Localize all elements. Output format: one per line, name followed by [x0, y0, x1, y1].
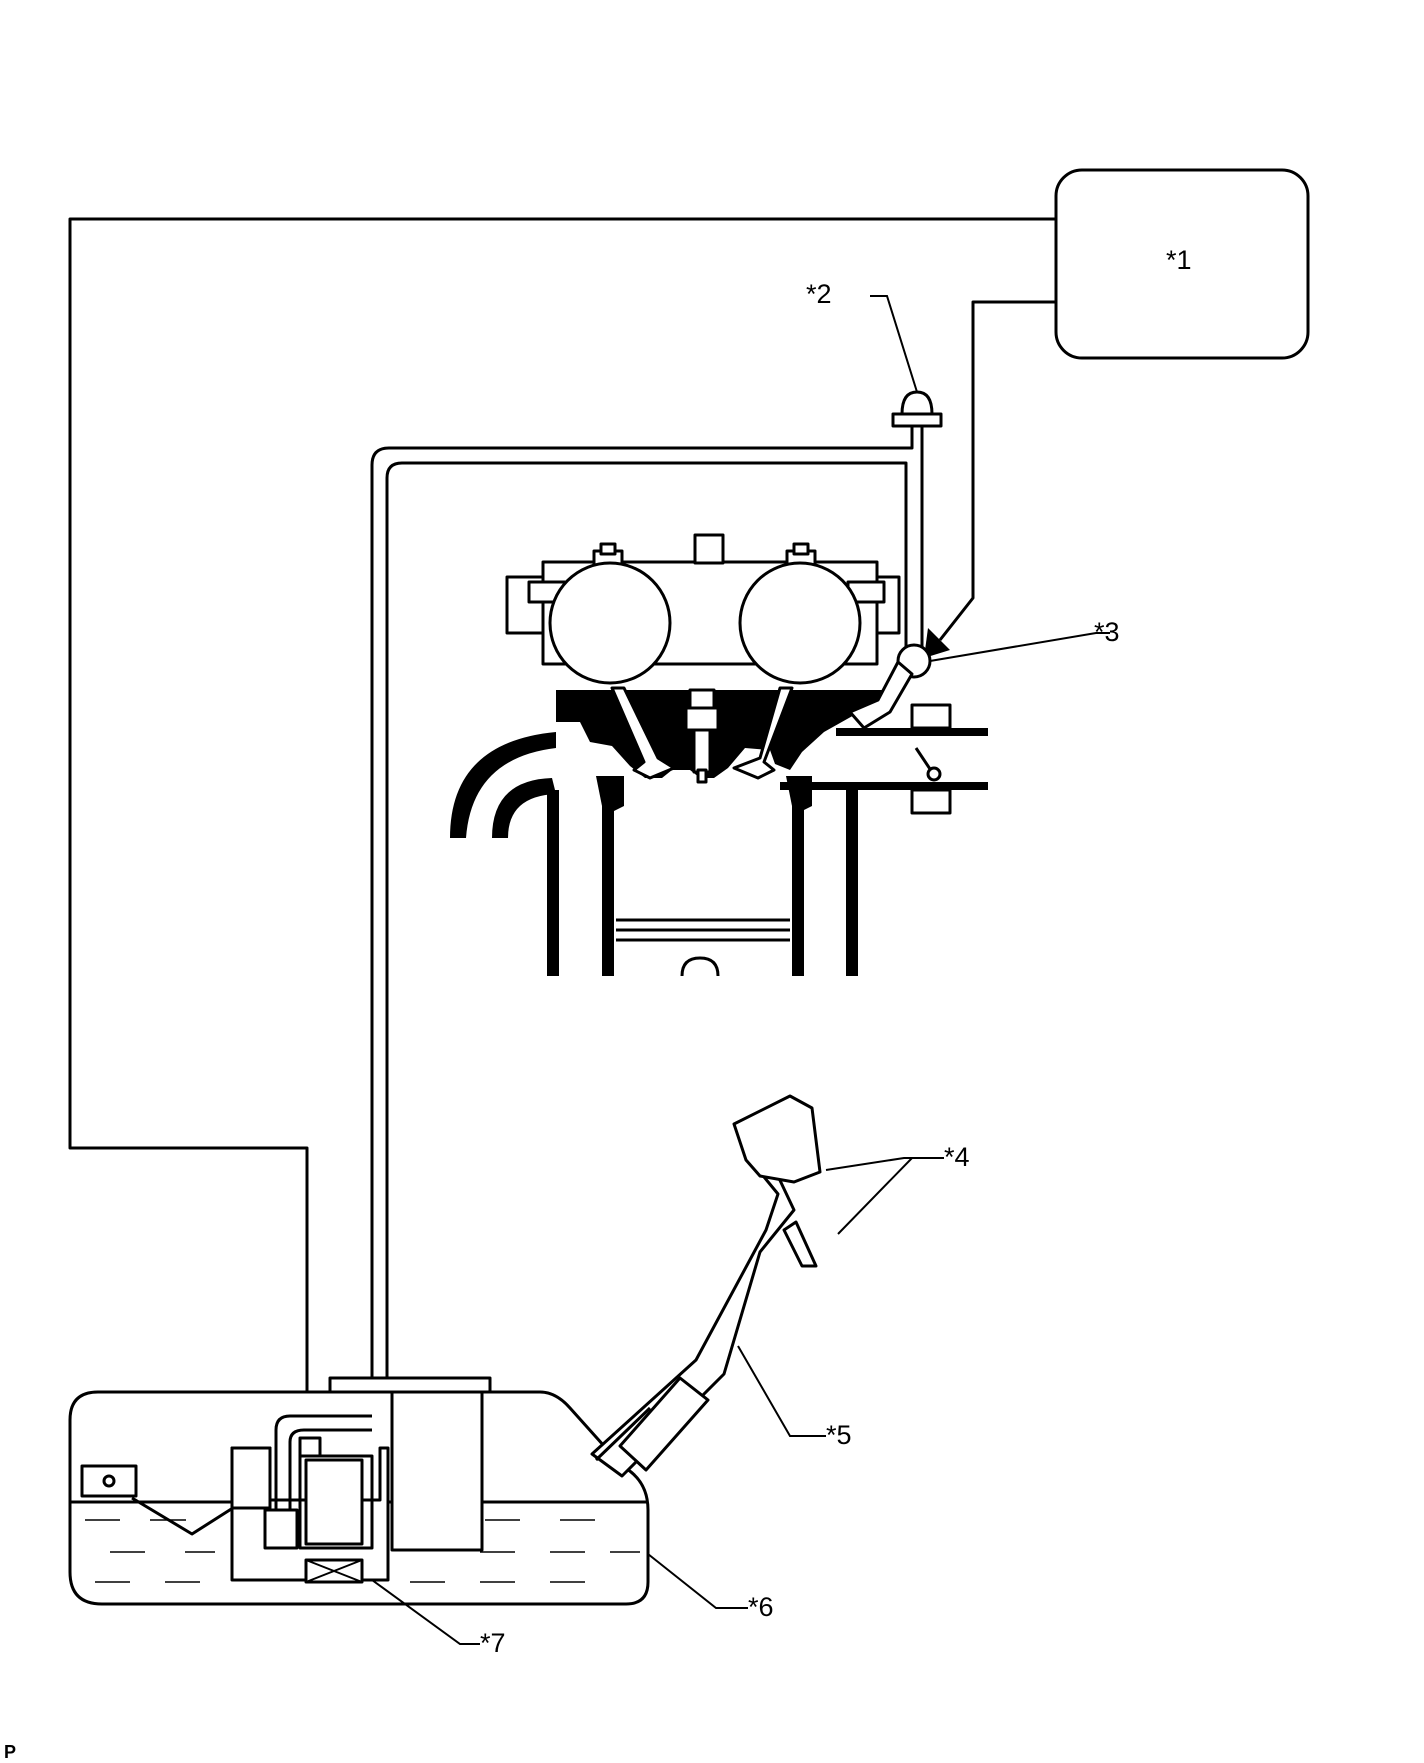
- callout-1: *1: [1166, 245, 1192, 275]
- corner-mark: P: [4, 1742, 16, 1762]
- pulsation-damper: [870, 295, 943, 428]
- leader-5: [737, 1345, 826, 1437]
- fuel-tank: [68, 1376, 650, 1606]
- leader-7: [371, 1579, 480, 1645]
- leader-4: [837, 1157, 944, 1235]
- fuel-line: [370, 420, 924, 1385]
- control-unit: [1054, 168, 1310, 360]
- callout-2: *2: [806, 279, 832, 309]
- callout-5: *5: [826, 1420, 852, 1450]
- leader-6: [647, 1553, 748, 1609]
- callout-3: *3: [1094, 617, 1120, 647]
- callout-6: *6: [748, 1592, 774, 1622]
- callout-7: *7: [480, 1628, 506, 1658]
- callout-4: *4: [944, 1142, 970, 1172]
- engine-cross-section: [450, 533, 988, 977]
- fuel-cap: [732, 1094, 920, 1268]
